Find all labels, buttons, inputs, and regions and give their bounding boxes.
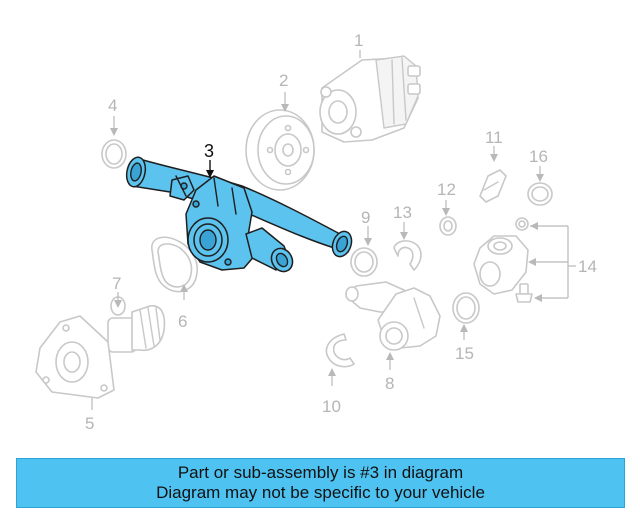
callout-8: 8 (385, 374, 394, 393)
part-10-clip[interactable] (325, 333, 355, 368)
callout-7: 7 (112, 274, 121, 293)
callout-12: 12 (437, 180, 456, 199)
callout-9: 9 (361, 208, 370, 227)
part-2-pulley[interactable] (245, 109, 315, 191)
part-8-coolant-flange[interactable] (345, 281, 441, 351)
part-info-banner: Part or sub-assembly is #3 in diagram Di… (16, 458, 625, 508)
callout-3: 3 (204, 141, 214, 161)
callout-15: 15 (455, 344, 474, 363)
part-4-o-ring[interactable] (101, 139, 127, 169)
callout-16: 16 (529, 147, 548, 166)
part-11-sensor[interactable] (479, 169, 507, 203)
callout-1: 1 (354, 31, 363, 50)
callout-2: 2 (279, 71, 288, 90)
part-12-seal[interactable] (439, 216, 457, 236)
part-15-o-ring[interactable] (452, 292, 480, 324)
banner-line-disclaimer: Diagram may not be specific to your vehi… (156, 483, 485, 502)
part-5-housing[interactable] (35, 315, 115, 399)
callout-11: 11 (485, 128, 503, 147)
callout-4: 4 (108, 96, 117, 115)
callout-5: 5 (85, 414, 94, 433)
part-9-o-ring[interactable] (350, 247, 378, 277)
callout-6: 6 (178, 312, 187, 331)
part-1-water-pump[interactable] (319, 55, 421, 143)
part-13-clip[interactable] (393, 240, 422, 271)
part-7-thermostat[interactable] (107, 296, 166, 353)
callout-13: 13 (393, 203, 412, 222)
part-16-o-ring[interactable] (527, 182, 553, 206)
banner-line-part: Part or sub-assembly is #3 in diagram (177, 463, 464, 482)
part-14-outlet-flange[interactable] (473, 217, 533, 303)
callout-14: 14 (578, 257, 597, 276)
part-3-coolant-pipe-highlighted[interactable] (124, 155, 355, 275)
part-6-gasket[interactable] (151, 236, 198, 293)
callout-10: 10 (322, 397, 341, 416)
